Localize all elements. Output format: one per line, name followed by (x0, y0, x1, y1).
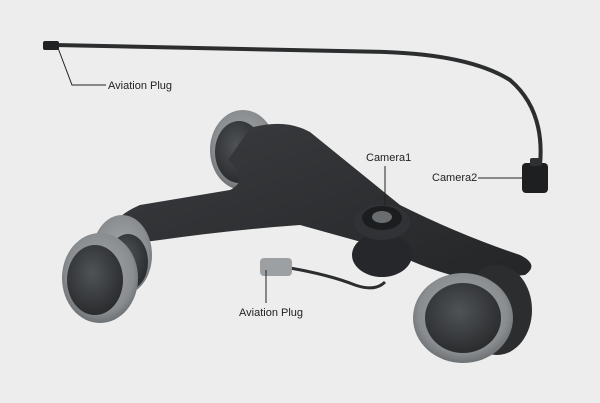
wheel-front-left-outer (62, 233, 138, 323)
aviation-plug-top-label: Aviation Plug (108, 80, 173, 92)
aviation-plug-bottom-connector (260, 258, 292, 276)
camera2-housing (522, 158, 548, 193)
aviation-plug-bottom-label: Aviation Plug (239, 307, 304, 319)
camera1-unit (352, 204, 412, 277)
dolly-chassis (111, 123, 532, 280)
aviation-plug-top-connector (43, 41, 59, 50)
camera1-label: Camera1 (366, 152, 412, 164)
gooseneck-arm (53, 43, 543, 167)
wheel-front-right (413, 265, 532, 363)
camera2-label: Camera2 (432, 172, 478, 184)
aviation-plug-bottom-cable (289, 266, 387, 290)
aviation-plug-top-leader-line (57, 47, 106, 86)
